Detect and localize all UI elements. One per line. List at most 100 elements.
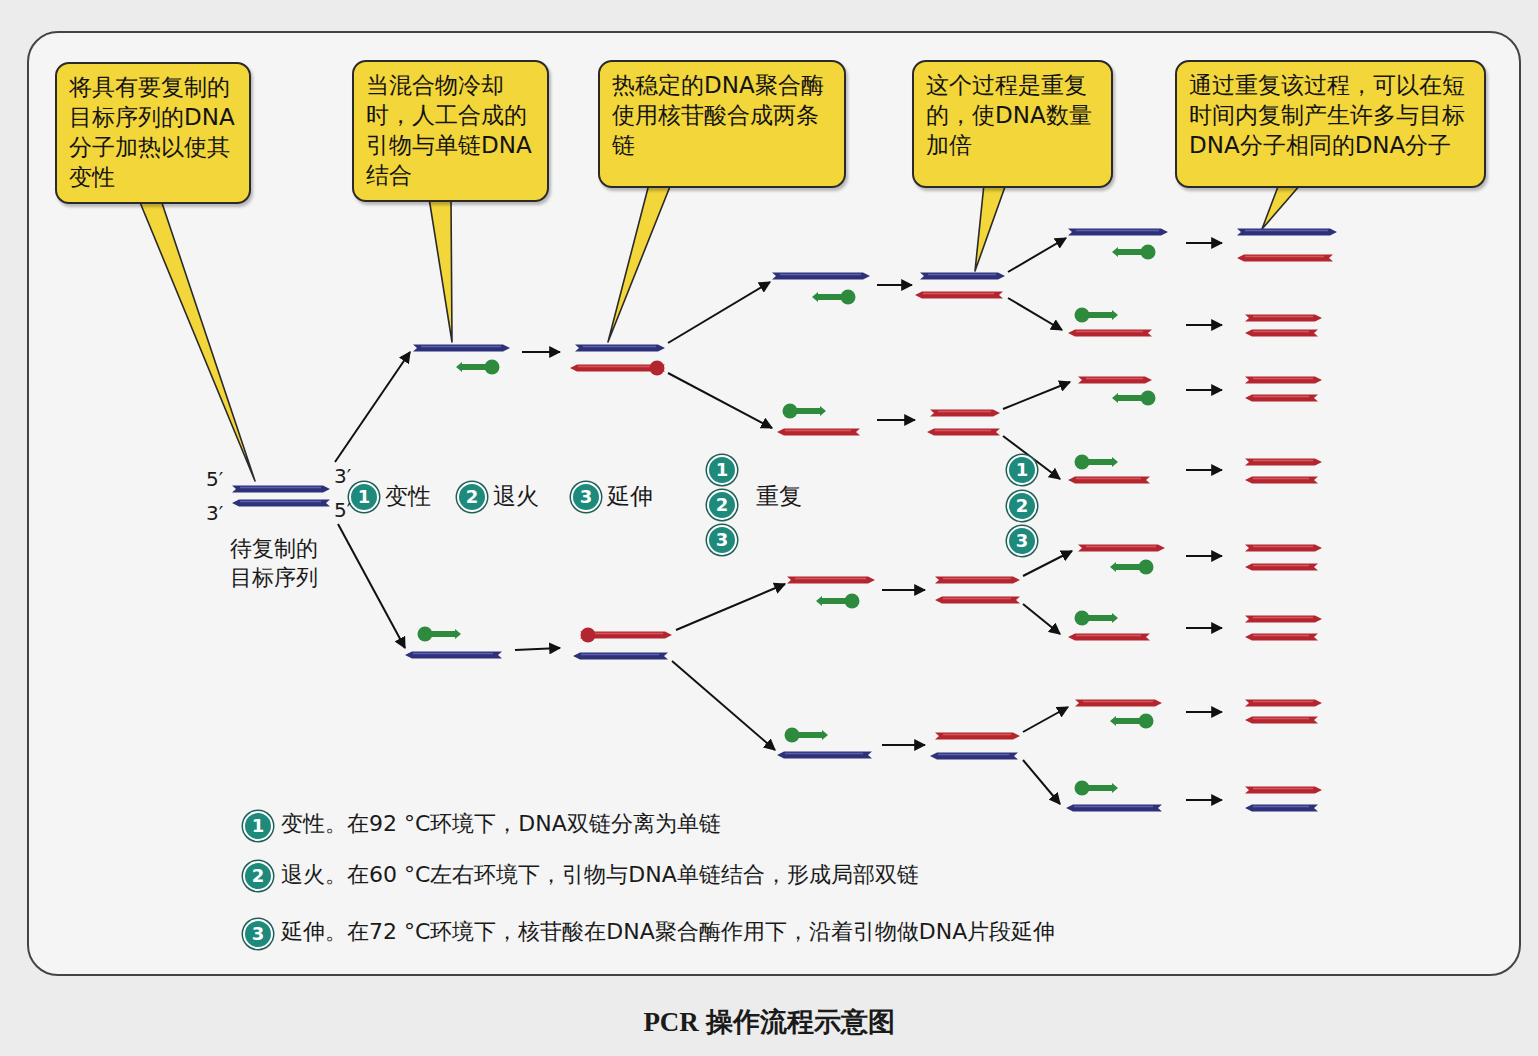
dna-strand [1075,700,1162,707]
dna-strand [413,345,510,352]
strand-highlight [943,578,1011,579]
primer-tip [820,406,826,416]
callout-pointer [608,184,671,342]
step-number-circle: 3 [1007,526,1037,556]
step-number-circle: 2 [457,482,487,512]
strand-highlight [923,293,994,294]
dna-strand [930,753,1018,760]
callout-box: 将具有要复制的目标序列的DNA分子加热以使其变性 [55,62,251,204]
primer-end [1075,611,1090,626]
step-number-circle: 3 [571,482,601,512]
primer-tip [1110,562,1116,572]
step-number-circle: 3 [707,525,737,555]
primer-tip [455,629,461,639]
primer-tip [1112,310,1118,320]
dna-strand [1245,459,1322,466]
step-arrow [1186,555,1222,557]
primer-end [841,290,856,305]
step-note: 退火。在60 °C左右环境下，引物与DNA单链结合，形成局部双链 [281,861,919,890]
panel [28,32,1520,975]
primer-tip [1112,393,1118,403]
dna-strand [927,429,1000,436]
strand-highlight [1253,806,1309,807]
step-arrow [672,661,775,750]
step-arrow [1003,382,1070,409]
primer-end [785,728,800,743]
primer-tip [816,596,822,606]
strand-highlight [421,346,501,347]
step-number-circle: 1 [707,455,737,485]
strand-highlight [795,578,866,579]
strand-highlight [928,274,996,275]
strand-highlight [581,654,659,655]
callout-box: 通过重复该过程，可以在短时间内复制产生许多与目标DNA分子相同的DNA分子 [1175,60,1486,188]
strand-highlight [1253,701,1313,702]
callout-text: 将具有要复制的目标序列的DNA分子加热以使其变性 [69,73,237,193]
strand-highlight [1253,546,1313,547]
dna-strand [1245,315,1322,322]
primer-tip [1110,716,1116,726]
primer-tip [1112,613,1118,623]
dna-strand [573,653,668,660]
strand-highlight [1076,331,1143,332]
dna-strand [575,345,665,352]
dna-strand [1068,229,1168,236]
strand-highlight [1253,788,1313,789]
strand-highlight [1253,316,1313,317]
dna-strand [777,429,860,436]
callout-number: 1 [716,461,729,479]
callout-box: 当混合物冷却时，人工合成的引物与单链DNA结合 [352,60,549,202]
strand-highlight [785,753,863,754]
callout-text: 通过重复该过程，可以在短时间内复制产生许多与目标DNA分子相同的DNA分子 [1189,71,1472,161]
dna-strand [930,410,1000,417]
primer-tip [822,730,828,740]
strand-highlight [1086,546,1156,547]
strand-highlight [1253,718,1309,719]
callout-text: 这个过程是重复的，使DNA数量加倍 [926,71,1099,161]
dna-strand [935,577,1020,584]
step-arrow [1186,627,1222,629]
strand-highlight [1253,635,1309,636]
step-arrow [1186,389,1222,391]
step-number-circle: 1 [349,482,379,512]
dna-strand [1245,377,1322,384]
dna-strand [1245,477,1318,484]
step-arrow [522,351,560,353]
dna-strand [935,597,1020,604]
step-arrow [877,284,912,286]
step-arrow [1186,242,1222,244]
strand-highlight [780,274,861,275]
dna-strand [1245,634,1318,641]
strand-highlight [1253,460,1313,461]
step-label: 延伸 [607,482,653,512]
primer-end [1075,781,1090,796]
callout-number: 3 [716,531,729,549]
strand-highlight [1245,256,1324,257]
strand-highlight [1253,378,1313,379]
figure-caption: PCR 操作流程示意图 [0,1004,1538,1040]
strand-highlight [1253,396,1309,397]
step-arrow [882,589,925,591]
dna-strand [1245,395,1318,402]
callout-number: 1 [358,488,371,506]
primer-end [783,404,798,419]
strand-highlight [1083,701,1153,702]
strand-highlight [1076,635,1141,636]
step-arrow [1023,604,1060,634]
step-arrow [877,419,915,421]
callout-number: 3 [252,925,265,943]
strand-highlight [240,501,321,502]
strand-end-label: 3′ [334,463,351,489]
primer-end [650,361,665,376]
step-note: 变性。在92 °C环境下，DNA双链分离为单链 [281,810,721,839]
primer-end [418,627,433,642]
dna-strand [915,292,1003,299]
strand-end-label: 3′ [206,500,223,526]
step-arrow [676,584,785,630]
dna-strand [1066,805,1162,812]
step-arrow [882,744,925,746]
step-arrow [1023,551,1072,576]
step-number-circle: 2 [243,861,273,891]
callout-number: 3 [1016,532,1029,550]
